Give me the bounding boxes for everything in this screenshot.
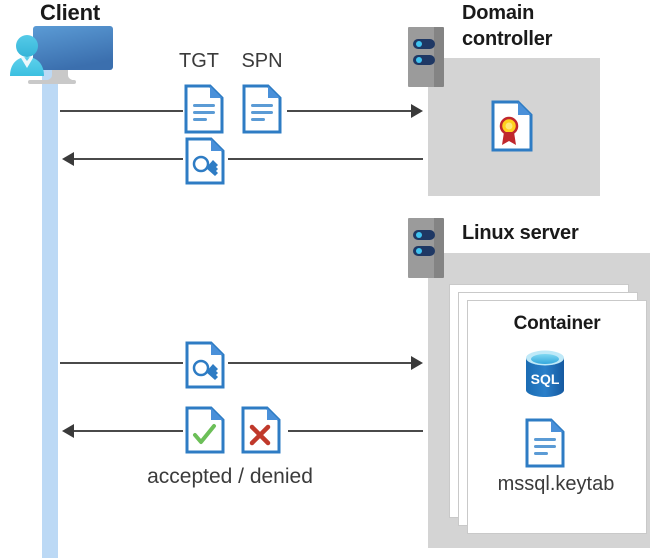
message-3-line-right [228, 362, 411, 364]
accepted-check-document-icon [185, 406, 225, 454]
container-card-front[interactable]: Container [467, 300, 647, 534]
message-2-line-left [74, 158, 183, 160]
message-1-arrowhead [411, 104, 423, 118]
linux-server-label: Linux server [462, 222, 579, 244]
domain-controller-label-line1: Domain [462, 2, 535, 24]
message-3-arrowhead [411, 356, 423, 370]
user-monitor-icon [8, 24, 118, 86]
sql-database-icon: SQL [523, 348, 567, 400]
message-1-line-right [287, 110, 411, 112]
keytab-filename-label: mssql.keytab [497, 473, 615, 495]
client-lifeline [42, 62, 58, 558]
tgt-label: TGT [179, 50, 219, 72]
domain-controller-rack-icon [408, 27, 444, 87]
domain-controller-label: Domain controller [462, 0, 652, 52]
keytab-document-icon [525, 418, 565, 468]
container-label: Container [513, 313, 601, 334]
message-1-line-left [60, 110, 183, 112]
accepted-denied-caption: accepted / denied [147, 465, 313, 488]
linux-server-rack-icon [408, 218, 444, 278]
message-4-arrowhead [62, 424, 74, 438]
rack-bar-1 [413, 39, 435, 49]
message-4-line-left [74, 430, 183, 432]
message-3-line-left [60, 362, 183, 364]
domain-controller-label-line2: controller [462, 28, 553, 50]
rack-bar-2 [413, 246, 435, 256]
service-ticket-key-document-icon [185, 137, 225, 185]
message-4-line-right [288, 430, 423, 432]
message-2-arrowhead [62, 152, 74, 166]
denied-cross-document-icon [241, 406, 281, 454]
client-label: Client [40, 0, 100, 25]
rack-bar-1 [413, 230, 435, 240]
service-ticket-key-document-icon [185, 341, 225, 389]
certificate-document-icon [491, 100, 533, 152]
rack-bar-2 [413, 55, 435, 65]
spn-document-icon [242, 84, 282, 134]
message-2-line-right [228, 158, 423, 160]
spn-label: SPN [241, 50, 283, 72]
tgt-document-icon [184, 84, 224, 134]
svg-text:SQL: SQL [531, 371, 560, 387]
